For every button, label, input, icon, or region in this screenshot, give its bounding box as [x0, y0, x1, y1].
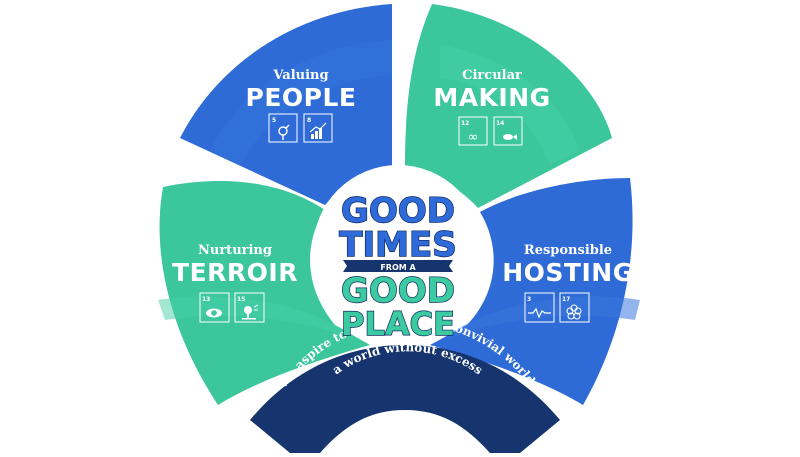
fish-icon	[503, 134, 517, 140]
terroir-sdg-icons: 13 15	[199, 292, 265, 323]
making-sdg-icons: 12 ∞ 14	[458, 116, 523, 146]
people-sdg-icons: 5 8	[268, 113, 333, 143]
mission-banner-shape	[250, 345, 560, 453]
people-title: PEOPLE	[246, 83, 357, 112]
petal-hosting-band	[445, 296, 640, 340]
hosting-subtitle: Responsible	[524, 243, 612, 258]
sdg-13-number: 13	[202, 296, 210, 303]
petal-terroir-shape	[159, 180, 370, 405]
sdg-14-icon	[493, 116, 523, 146]
terroir-title: TERROIR	[172, 258, 298, 287]
petal-people: Valuing PEOPLE 5 8	[180, 4, 392, 205]
growth-chart-icon	[309, 122, 327, 139]
center-good-1: GOOD	[341, 191, 455, 231]
hosting-sdg-icons: 3 17	[524, 292, 590, 323]
center-circle	[313, 165, 483, 335]
terroir-subtitle: Nurturing	[198, 243, 272, 258]
making-title: MAKING	[433, 83, 550, 112]
petal-terroir-band	[158, 296, 355, 340]
sdg-14-number: 14	[496, 120, 504, 127]
sdg-8-icon	[303, 113, 333, 143]
sdg-3-number: 3	[527, 296, 531, 303]
sdg-12-icon	[458, 116, 488, 146]
sdg-8-number: 8	[307, 117, 311, 124]
sdg-3-icon	[524, 292, 555, 323]
sdg-5-number: 5	[272, 117, 276, 124]
center-good-2: GOOD	[341, 271, 455, 311]
sdg-13-icon	[199, 292, 230, 323]
center-times: TIMES	[339, 225, 456, 265]
center-badge: GOOD TIMES FROM A GOOD PLACE	[313, 165, 483, 344]
heartbeat-icon	[528, 307, 551, 319]
sdg-15-number: 15	[237, 296, 245, 303]
petal-making-band	[440, 45, 580, 165]
hosting-title: HOSTING	[502, 258, 633, 287]
sdg-17-number: 17	[562, 296, 570, 303]
petal-people-band	[210, 40, 392, 165]
tree-icon	[242, 304, 259, 320]
infinity-icon: ∞	[468, 130, 479, 145]
petal-terroir: Nurturing TERROIR 13 15	[158, 180, 370, 405]
center-from-a: FROM A	[380, 263, 416, 272]
sdg-17-icon	[559, 292, 590, 323]
partnership-rings-icon	[566, 304, 582, 320]
petal-making: Circular MAKING 12 ∞ 14	[405, 4, 612, 208]
center-ribbon: FROM A	[343, 260, 453, 272]
making-subtitle: Circular	[462, 68, 522, 83]
petal-hosting: Responsible HOSTING 3 17	[430, 178, 640, 405]
center-place: PLACE	[341, 305, 455, 343]
petal-hosting-shape	[430, 178, 633, 405]
sdg-12-number: 12	[461, 120, 469, 127]
eye-globe-icon	[206, 308, 222, 318]
people-subtitle: Valuing	[272, 68, 328, 83]
sdg-5-icon	[268, 113, 298, 143]
sdg-15-icon	[234, 292, 265, 323]
